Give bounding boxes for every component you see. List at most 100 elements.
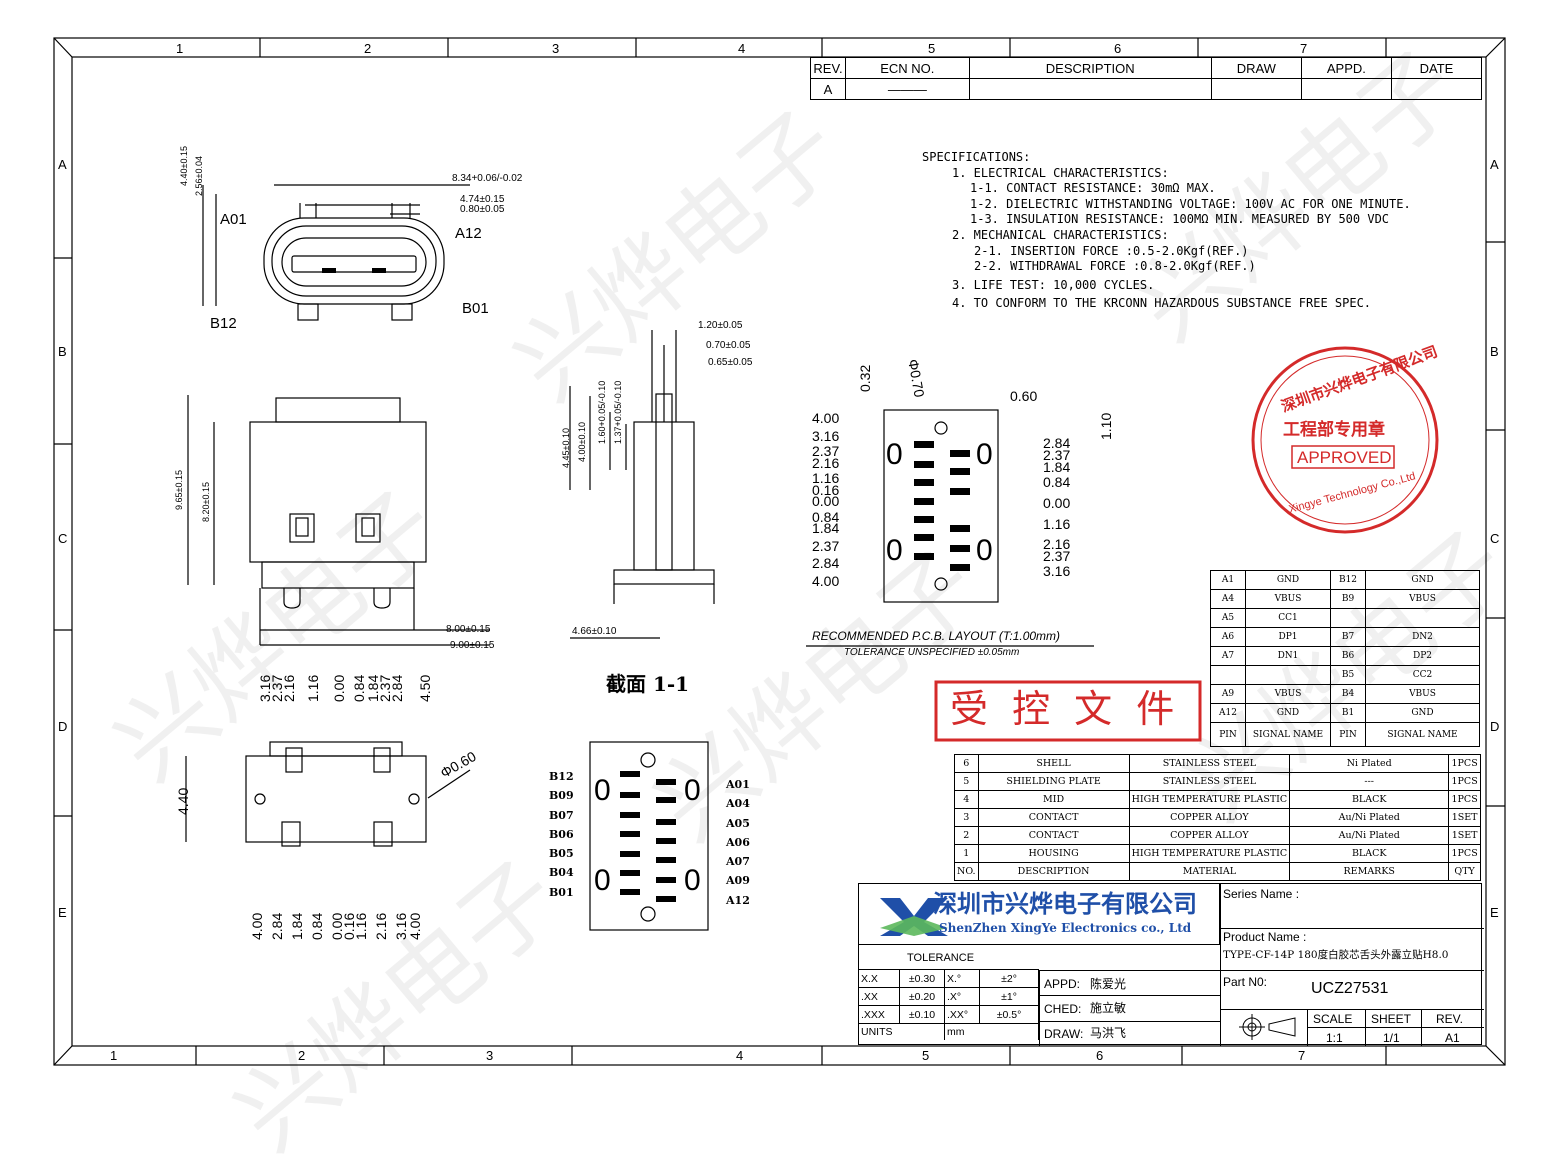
pin-cell: A1 <box>1210 570 1246 590</box>
bom-material: HIGH TEMPERATURE PLASTIC <box>1128 844 1291 863</box>
pcb-top-dim: 0.32 <box>857 364 873 392</box>
spec-line: 4. TO CONFORM TO THE KRCONN HAZARDOUS SU… <box>952 296 1372 311</box>
ched-label: CHED: <box>1044 1002 1082 1016</box>
section-dim: 4.00±0.10 <box>577 422 587 462</box>
bom-description: HOUSING <box>977 844 1130 863</box>
bottom-dim: 0.84 <box>351 674 367 702</box>
bom-remarks: BLACK <box>1289 790 1450 809</box>
bom-description: SHIELDING PLATE <box>977 772 1130 791</box>
bom-qty: 1PCS <box>1448 790 1481 809</box>
bottom-dim: 2.84 <box>269 912 285 940</box>
signal-cell: GND <box>1245 703 1331 723</box>
pcb-dim: 4.00 <box>812 410 840 426</box>
signal-cell: VBUS <box>1365 589 1480 609</box>
bom-remarks: --- <box>1289 772 1450 791</box>
signal-cell: DN1 <box>1245 646 1331 666</box>
bom-no: 4 <box>954 790 979 809</box>
tol-value: ±0.20 <box>899 987 945 1006</box>
frame-row-left: D <box>58 719 68 734</box>
pcb-dim: 0.84 <box>812 508 840 525</box>
pcb-right-dims: 2.84 2.37 1.84 0.84 0.00 1.16 2.16 2.37 … <box>1043 436 1071 578</box>
front-dim: 4.74±0.15 <box>460 194 505 205</box>
pcb-left-dims: 4.00 3.16 2.37 2.16 1.16 0.16 0.00 0.84 … <box>812 410 840 587</box>
pin-cell: A7 <box>1210 646 1246 666</box>
bottom-dim: 4.00 <box>249 912 265 940</box>
bom-qty: 1PCS <box>1448 772 1481 791</box>
section-dim: 0.65±0.05 <box>708 357 753 368</box>
pcb-dim: 2.84 <box>812 555 840 571</box>
pcb-top-dim: 0.60 <box>1010 388 1038 404</box>
pcb-dim: 2.37 <box>812 443 840 459</box>
pin-header: PIN <box>1330 722 1366 747</box>
projection-symbol-icon <box>1239 1014 1296 1040</box>
bottom-dim: 3.16 <box>393 912 409 940</box>
date-header: DATE <box>1390 57 1483 79</box>
pcb-top-dim: 1.10 <box>1098 412 1114 440</box>
side-dim: 8.00±0.15 <box>446 624 491 635</box>
part-label: Part N0: <box>1223 975 1268 989</box>
tol-format: X.X <box>859 969 900 988</box>
bom-description: CONTACT <box>977 826 1130 845</box>
bom-remarks: Au/Ni Plated <box>1289 826 1450 845</box>
scale-label: SCALE <box>1313 1012 1353 1026</box>
signal-cell: CC1 <box>1245 608 1331 628</box>
signal-cell <box>1245 665 1331 685</box>
pin-label: B09 <box>549 789 574 803</box>
pin-view-left-labels: B12 B09 B07 B06 B05 B04 B01 <box>549 767 574 902</box>
rev-header: REV. <box>810 57 846 79</box>
pcb-dim: 0.00 <box>1043 495 1071 512</box>
front-dim: 4.40±0.15 <box>179 146 189 186</box>
frame-row-right: D <box>1490 719 1500 734</box>
bom-header: REMARKS <box>1289 862 1450 881</box>
tol-value: ±0.30 <box>899 969 945 988</box>
divider <box>1307 1027 1484 1028</box>
pin-cell: B4 <box>1330 684 1366 704</box>
series-label: Series Name : <box>1223 887 1300 901</box>
section-dim: 1.20±0.05 <box>698 320 743 331</box>
bom-description: CONTACT <box>977 808 1130 827</box>
date-cell <box>1390 78 1483 100</box>
revision-table: REV. ECN NO. DESCRIPTION DRAW APPD. DATE… <box>810 57 1483 100</box>
section-caption: 截面 1-1 <box>606 672 690 696</box>
pin-cell <box>1210 665 1246 685</box>
product-area: Series Name : Product Name : TYPE-CF-14P… <box>1220 884 1484 1046</box>
pin-view-right-labels: A01 A04 A05 A06 A07 A09 A12 <box>726 775 750 910</box>
spec-line: 3. LIFE TEST: 10,000 CYCLES. <box>952 277 1155 292</box>
frame-col-bottom: 5 <box>922 1048 930 1063</box>
pcb-dim: 0.00 <box>812 493 840 509</box>
pin-label: A04 <box>726 797 750 811</box>
stamp-approved: APPROVED <box>1297 448 1392 467</box>
bom-qty: 1PCS <box>1448 754 1481 773</box>
pin-cell: A9 <box>1210 684 1246 704</box>
pcb-dim: 2.37 <box>812 537 840 554</box>
bottom-dim: 2.84 <box>389 674 405 702</box>
frame-row-left: A <box>58 157 67 172</box>
pin-label: A09 <box>726 874 750 888</box>
part-number: UCZ27531 <box>1311 980 1389 997</box>
bom-no: 5 <box>954 772 979 791</box>
frame-row-right: C <box>1490 531 1500 546</box>
pin-label: A05 <box>726 816 750 830</box>
pin-oval: 0 <box>594 864 611 897</box>
draw-name: 马洪飞 <box>1090 1026 1127 1040</box>
appd-cell <box>1300 78 1392 100</box>
frame-col-bottom: 3 <box>486 1048 494 1063</box>
pcb-tolerance: TOLERANCE UNSPECIFIED ±0.05mm <box>844 647 1020 658</box>
bom-no: 3 <box>954 808 979 827</box>
description-cell <box>968 78 1212 100</box>
tol-format: .XX <box>859 987 900 1006</box>
pcb-dim: 3.16 <box>812 427 840 444</box>
bottom-dim: 1.84 <box>289 912 305 940</box>
spec-line: 2. MECHANICAL CHARACTERISTICS: <box>952 227 1169 242</box>
signal-cell: GND <box>1245 570 1331 590</box>
bom-material: HIGH TEMPERATURE PLASTIC <box>1128 790 1291 809</box>
pcb-dim: 1.84 <box>1043 458 1071 475</box>
spec-line: 1. ELECTRICAL CHARACTERISTICS: <box>952 165 1169 180</box>
bom-remarks: Au/Ni Plated <box>1289 808 1450 827</box>
divider <box>1040 1021 1221 1022</box>
product-name: TYPE-CF-14P 180度白胶芯舌头外露立贴H8.0 <box>1223 949 1449 961</box>
frame-col-bottom: 4 <box>736 1048 744 1063</box>
